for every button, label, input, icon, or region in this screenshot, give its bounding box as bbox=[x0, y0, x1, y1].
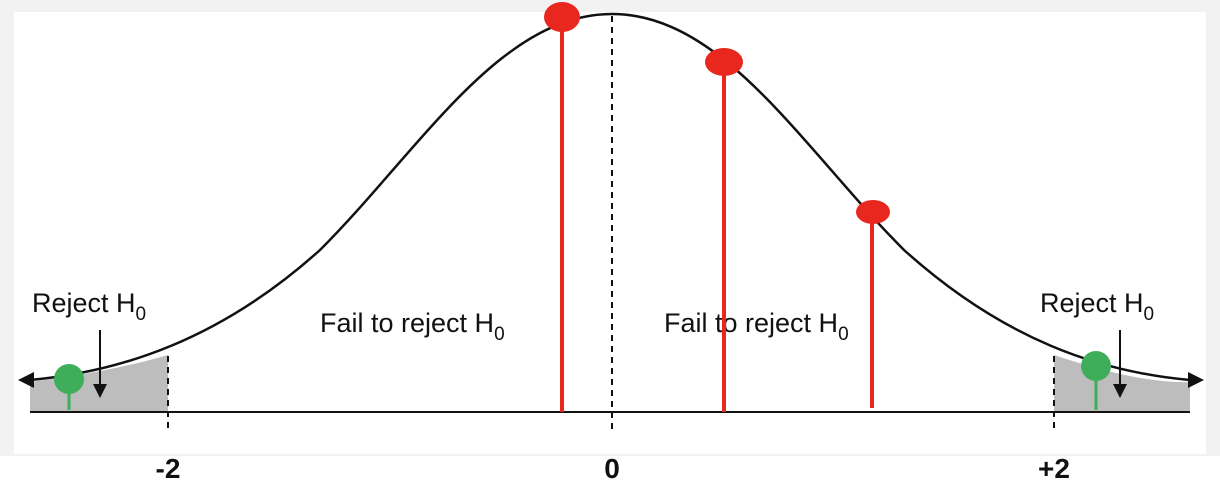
green-marker-left-head bbox=[54, 364, 84, 394]
right-reject-arrowhead bbox=[1113, 384, 1127, 398]
diagram-panel bbox=[14, 12, 1206, 454]
red-marker-2-head bbox=[705, 48, 743, 76]
green-marker-right-head bbox=[1081, 351, 1111, 381]
center-right-fail-label: Fail to reject H0 bbox=[664, 308, 849, 345]
center-left-fail-label: Fail to reject H0 bbox=[320, 308, 505, 345]
right-reject-label: Reject H0 bbox=[1040, 288, 1154, 325]
red-marker-3-head bbox=[856, 200, 890, 224]
left-reject-label: Reject H0 bbox=[32, 288, 146, 325]
tick-label-left: -2 bbox=[156, 453, 181, 482]
tick-label-center: 0 bbox=[604, 453, 620, 482]
normal-distribution-curve bbox=[29, 12, 1191, 382]
left-arrowhead bbox=[18, 372, 34, 388]
right-arrowhead bbox=[1188, 372, 1204, 388]
tick-label-right: +2 bbox=[1038, 453, 1070, 482]
tick-label-panel bbox=[0, 456, 1220, 482]
red-marker-1-head bbox=[544, 2, 580, 32]
left-reject-arrowhead bbox=[93, 384, 107, 398]
